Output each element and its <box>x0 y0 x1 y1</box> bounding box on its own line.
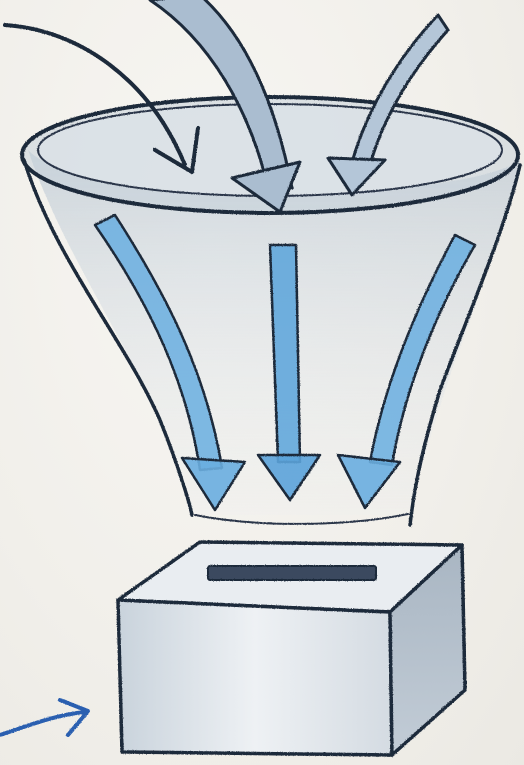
arrow-blue-bottom-left <box>0 700 88 735</box>
ballot-slot <box>208 566 376 580</box>
ballot-box <box>118 542 465 755</box>
ballot-box-front <box>118 600 392 755</box>
